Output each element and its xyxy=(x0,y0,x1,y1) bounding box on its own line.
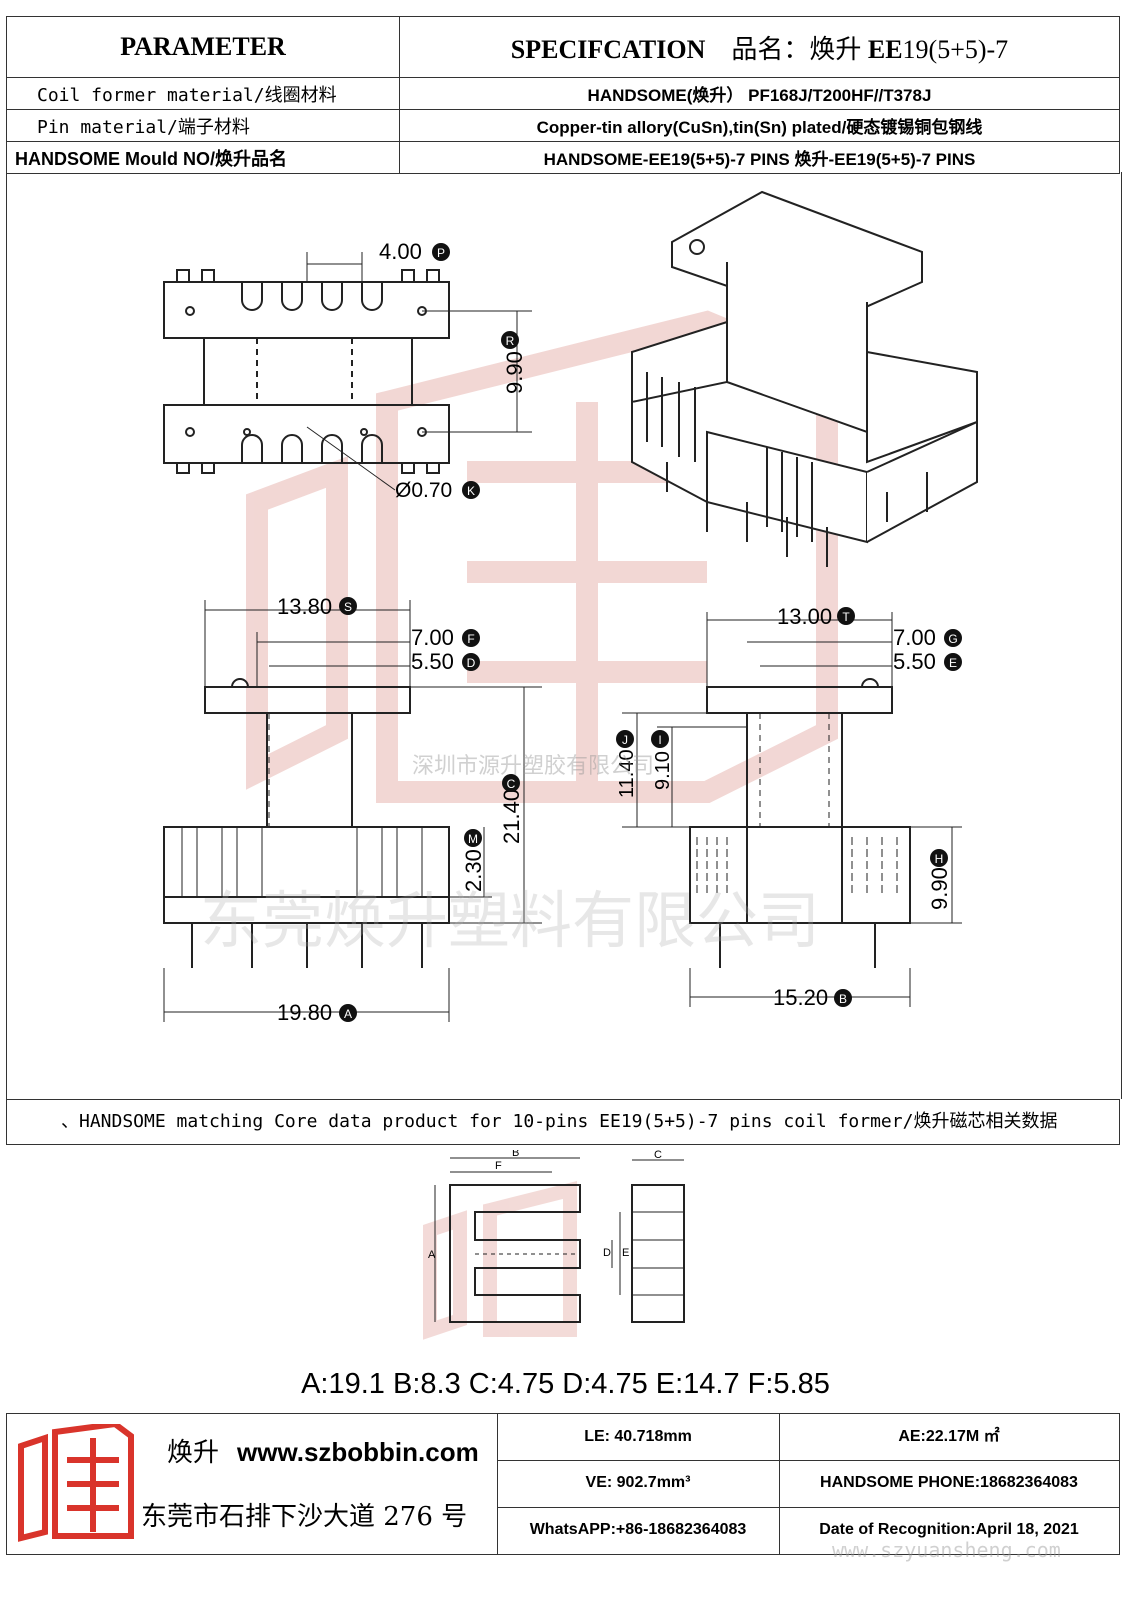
e-core-side xyxy=(631,1184,685,1323)
tag-a: A xyxy=(344,1007,352,1021)
tag-d: D xyxy=(467,656,476,670)
ae-value: AE:22.17M ㎡ xyxy=(898,1428,1000,1445)
website-link[interactable]: www.szbobbin.com xyxy=(237,1437,479,1467)
pin-material-label: Pin material/端子材料 xyxy=(6,109,400,142)
tag-m: M xyxy=(468,832,478,846)
dim-f: 7.00 xyxy=(411,625,454,650)
recognition-date: Date of Recognition:April 18, 2021 xyxy=(819,1521,1079,1538)
core-label-b: B xyxy=(512,1150,519,1159)
dim-hole: Ø0.70 xyxy=(395,479,452,502)
tag-pitch: P xyxy=(437,246,445,260)
watermark-company-large: 东莞焕升塑料有限公司 xyxy=(200,887,821,956)
side-view xyxy=(622,612,962,1007)
watermark-company-small: 深圳市源升塑胶有限公司 xyxy=(412,753,655,778)
tag-c: C xyxy=(507,777,516,791)
watermark-logo xyxy=(246,310,838,803)
coil-material-label: Coil former material/线圈材料 xyxy=(6,77,400,110)
footer-panel: 焕升 www.szbobbin.com 东莞市石排下沙大道 276 号 LE: 4… xyxy=(6,1413,1120,1555)
brand-cn: 焕升 xyxy=(167,1438,220,1468)
footer-brand-block: 焕升 www.szbobbin.com 东莞市石排下沙大道 276 号 xyxy=(7,1414,498,1554)
tag-depth: R xyxy=(506,334,515,348)
tag-b: B xyxy=(839,992,847,1006)
tag-hole: K xyxy=(467,484,475,498)
core-label-d: D xyxy=(603,1247,611,1259)
top-view xyxy=(163,252,532,491)
product-model-prefix: EE xyxy=(867,34,903,64)
dim-pitch: 4.00 xyxy=(379,239,422,264)
specification-heading: SPECIFCATION 品名：焕升 EE19(5+5)-7 xyxy=(399,16,1120,78)
whatsapp-value: WhatsAPP:+86-18682364083 xyxy=(529,1521,747,1538)
tag-i: I xyxy=(658,733,661,747)
dim-depth: 9.90 xyxy=(502,351,527,394)
core-label-c: C xyxy=(654,1150,662,1161)
dim-d: 5.50 xyxy=(411,649,454,674)
dim-e: 5.50 xyxy=(893,649,936,674)
ve-value: VE: 902.7mm³ xyxy=(585,1474,691,1491)
dim-h: 9.90 xyxy=(927,867,952,910)
handsome-logo xyxy=(18,1424,134,1542)
dim-j: 11.40 xyxy=(616,749,638,798)
product-model-suffix: 19(5+5)-7 xyxy=(902,34,1009,64)
technical-drawing: 4.00 P 9.90 R Ø0.70 K xyxy=(163,190,978,1025)
footer-data-grid: LE: 40.718mm AE:22.17M ㎡ VE: 902.7mm³ HA… xyxy=(497,1414,1119,1554)
dim-g: 7.00 xyxy=(893,625,936,650)
tag-j: J xyxy=(622,733,628,747)
isometric-view xyxy=(631,190,978,567)
tag-g: G xyxy=(948,632,957,646)
technical-drawing-area: 4.00 P 9.90 R Ø0.70 K xyxy=(6,172,1122,1099)
footer-brand: 焕升 www.szbobbin.com xyxy=(167,1432,479,1469)
phone-value: HANDSOME PHONE:18682364083 xyxy=(820,1474,1078,1491)
pin-material-value: Copper-tin allory(CuSn),tin(Sn) plated/硬… xyxy=(399,109,1120,142)
tag-f: F xyxy=(467,632,474,646)
company-address: 东莞市石排下沙大道 276 号 xyxy=(141,1502,468,1532)
dim-a: 19.80 xyxy=(277,1000,332,1025)
front-view xyxy=(163,600,542,1022)
tag-h: H xyxy=(935,852,944,866)
mould-no-label: HANDSOME Mould NO/焕升品名 xyxy=(6,141,400,174)
tag-t: T xyxy=(842,610,850,624)
dim-m: 2.30 xyxy=(461,849,486,892)
core-diagram: B F C A E D xyxy=(423,1150,685,1340)
core-data-title: 、HANDSOME matching Core data product for… xyxy=(6,1099,1120,1145)
tag-e: E xyxy=(949,656,957,670)
dim-t: 13.00 xyxy=(777,604,832,629)
watermark-site: www.szyuansheng.com xyxy=(832,1538,1061,1562)
coil-material-value: HANDSOME(焕升） PF168J/T200HF//T378J xyxy=(399,77,1120,110)
dim-c: 21.40 xyxy=(499,789,524,844)
dim-i: 9.10 xyxy=(652,751,674,790)
dim-b: 15.20 xyxy=(773,985,828,1010)
core-label-f: F xyxy=(495,1160,502,1172)
spec-header-table: PARAMETER SPECIFCATION 品名：焕升 EE19(5+5)-7… xyxy=(6,16,1120,174)
core-label-e: E xyxy=(622,1247,629,1259)
spec-title: SPECIFCATION xyxy=(510,34,706,64)
e-core-front xyxy=(449,1184,581,1323)
core-dimensions: A:19.1 B:8.3 C:4.75 D:4.75 E:14.7 F:5.85 xyxy=(301,1368,830,1400)
parameter-heading: PARAMETER xyxy=(6,16,400,78)
core-label-a: A xyxy=(428,1249,436,1261)
dim-s: 13.80 xyxy=(277,594,332,619)
le-value: LE: 40.718mm xyxy=(584,1428,692,1445)
mould-no-value: HANDSOME-EE19(5+5)-7 PINS 焕升-EE19(5+5)-7… xyxy=(399,141,1120,174)
product-name-label: 品名：焕升 xyxy=(731,34,862,64)
tag-s: S xyxy=(344,600,352,614)
